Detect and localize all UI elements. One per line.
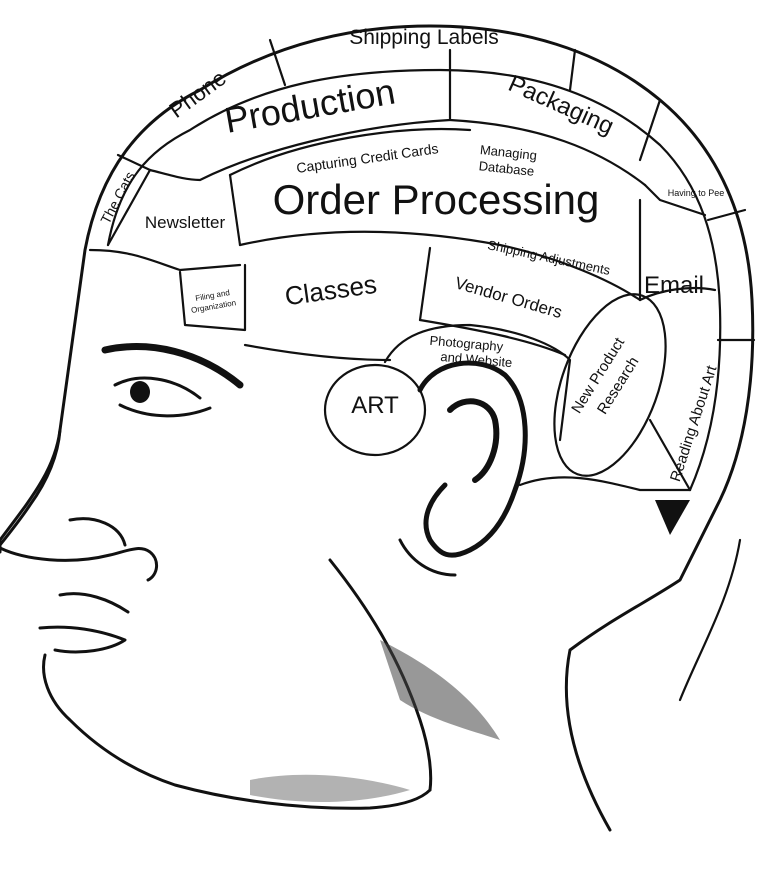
label-vendor-orders: Vendor Orders bbox=[453, 273, 565, 322]
order-processing-top bbox=[228, 127, 472, 177]
label-shipping-adjustments: Shipping Adjustments bbox=[486, 237, 612, 278]
label-having-to-pee: Having to Pee bbox=[668, 188, 725, 198]
lower-boundary bbox=[518, 476, 692, 492]
order-processing-left bbox=[228, 173, 242, 247]
lower-right-divider bbox=[648, 418, 692, 492]
eye-upper bbox=[113, 376, 202, 400]
nose bbox=[0, 546, 158, 582]
label-managing-database-1: Managing bbox=[479, 142, 537, 163]
neck-shading-2 bbox=[250, 774, 410, 802]
photo-region bbox=[383, 323, 572, 442]
production-border bbox=[148, 48, 452, 182]
dark-wedge bbox=[655, 500, 690, 535]
eyebrow bbox=[101, 343, 244, 389]
eye-pupil bbox=[130, 381, 150, 403]
eye-lower bbox=[118, 403, 212, 418]
label-capturing-credit-cards: Capturing Credit Cards bbox=[295, 140, 439, 176]
label-reading-about-art: Reading About Art bbox=[667, 363, 721, 484]
label-classes: Classes bbox=[283, 269, 379, 312]
label-managing-database-2: Database bbox=[478, 158, 535, 179]
classes-bottom bbox=[243, 343, 392, 362]
div-shipping-packaging bbox=[568, 48, 577, 92]
label-email: Email bbox=[644, 272, 704, 299]
lips bbox=[38, 625, 127, 654]
label-shipping-labels: Shipping Labels bbox=[349, 26, 498, 49]
div-packaging-pee bbox=[638, 98, 662, 162]
head-outline bbox=[0, 24, 755, 832]
order-processing-bottom bbox=[238, 230, 642, 302]
cats-newsletter-divider bbox=[106, 168, 152, 247]
outer-ring-inner-boundary bbox=[106, 68, 722, 492]
div-phone-cats bbox=[116, 153, 152, 172]
div-shipping-phone bbox=[268, 38, 287, 87]
label-art: ART bbox=[351, 392, 399, 419]
neck-back bbox=[678, 538, 742, 702]
nostril bbox=[68, 517, 127, 547]
vendor-bottom bbox=[418, 318, 567, 357]
div-right-ring-1 bbox=[706, 208, 747, 222]
label-the-cats: The Cats bbox=[97, 169, 138, 227]
new-product-oval bbox=[553, 293, 667, 477]
ear-lobe bbox=[398, 538, 457, 577]
upper-lip bbox=[58, 592, 130, 614]
label-photography-2: and Website bbox=[440, 349, 513, 370]
ear-outer bbox=[417, 360, 528, 558]
pee-border bbox=[643, 183, 707, 217]
newsletter-border bbox=[88, 248, 242, 272]
forehead-and-brow bbox=[0, 428, 62, 547]
label-newsletter: Newsletter bbox=[145, 213, 226, 232]
packaging-border bbox=[448, 118, 647, 187]
art-oval bbox=[323, 363, 427, 457]
label-photography-1: Photography bbox=[429, 333, 504, 354]
classes-right bbox=[418, 246, 432, 322]
filing-box bbox=[178, 263, 247, 332]
neck-shading bbox=[380, 640, 500, 740]
label-phone: Phone bbox=[165, 65, 231, 123]
label-order-processing: Order Processing bbox=[273, 176, 600, 223]
ear-inner bbox=[447, 398, 500, 483]
chin bbox=[42, 653, 432, 810]
